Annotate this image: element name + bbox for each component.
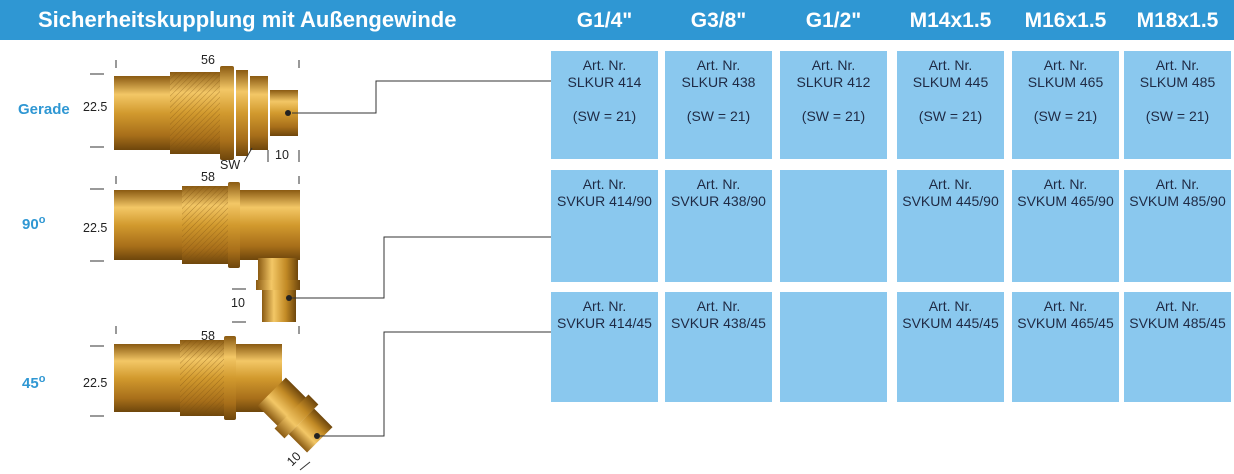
cell-slkum-485: Art. Nr.SLKUM 485(SW = 21) bbox=[1124, 51, 1231, 159]
column-header-m16: M16x1.5 bbox=[1024, 9, 1107, 32]
cell-empty-g12-45 bbox=[780, 292, 887, 402]
dim-thread: 10 bbox=[231, 296, 245, 310]
cell-svkur-438-45: Art. Nr.SVKUR 438/45 bbox=[665, 292, 772, 402]
row-label-gerade: Gerade bbox=[18, 101, 70, 118]
elbow-90-fitting bbox=[114, 182, 300, 322]
dim-length: 56 bbox=[201, 53, 215, 67]
cell-svkur-414-45: Art. Nr.SVKUR 414/45 bbox=[551, 292, 658, 402]
cell-svkum-465-90: Art. Nr.SVKUM 465/90 bbox=[1012, 170, 1119, 282]
cell-svkur-438-90: Art. Nr.SVKUR 438/90 bbox=[665, 170, 772, 282]
cell-slkum-445: Art. Nr.SLKUM 445(SW = 21) bbox=[897, 51, 1004, 159]
row-label-90: 90o bbox=[22, 214, 46, 233]
header-bar: Sicherheitskupplung mit Außengewinde G1/… bbox=[0, 0, 1234, 40]
cell-svkum-485-90: Art. Nr.SVKUM 485/90 bbox=[1124, 170, 1231, 282]
cell-svkum-485-45: Art. Nr.SVKUM 485/45 bbox=[1124, 292, 1231, 402]
cell-slkur-414: Art. Nr.SLKUR 414(SW = 21) bbox=[551, 51, 658, 159]
straight-fitting bbox=[114, 66, 298, 160]
column-header-m14: M14x1.5 bbox=[909, 9, 992, 32]
dim-height: 22.5 bbox=[83, 100, 108, 114]
page-title: Sicherheitskupplung mit Außengewinde bbox=[38, 7, 457, 32]
column-header-g12: G1/2" bbox=[805, 9, 862, 32]
column-header-g38: G3/8" bbox=[690, 9, 747, 32]
elbow-45-fitting bbox=[114, 336, 333, 453]
cell-slkur-438: Art. Nr.SLKUR 438(SW = 21) bbox=[665, 51, 772, 159]
dim-height: 22.5 bbox=[83, 376, 108, 390]
cell-svkum-445-45: Art. Nr.SVKUM 445/45 bbox=[897, 292, 1004, 402]
dim-length: 58 bbox=[201, 170, 215, 184]
cell-svkum-465-45: Art. Nr.SVKUM 465/45 bbox=[1012, 292, 1119, 402]
cell-svkum-445-90: Art. Nr.SVKUM 445/90 bbox=[897, 170, 1004, 282]
cell-empty-g12-90 bbox=[780, 170, 887, 282]
cell-slkum-465: Art. Nr.SLKUM 465(SW = 21) bbox=[1012, 51, 1119, 159]
cell-slkur-412: Art. Nr.SLKUR 412(SW = 21) bbox=[780, 51, 887, 159]
row-label-45: 45o bbox=[22, 373, 46, 392]
dim-height: 22.5 bbox=[83, 221, 108, 235]
dim-length: 58 bbox=[201, 329, 215, 343]
cell-svkur-414-90: Art. Nr.SVKUR 414/90 bbox=[551, 170, 658, 282]
column-header-m18: M18x1.5 bbox=[1136, 9, 1219, 32]
column-header-g14: G1/4" bbox=[576, 9, 633, 32]
dim-thread: 10 bbox=[275, 148, 289, 162]
dim-wrench: SW bbox=[220, 158, 241, 172]
